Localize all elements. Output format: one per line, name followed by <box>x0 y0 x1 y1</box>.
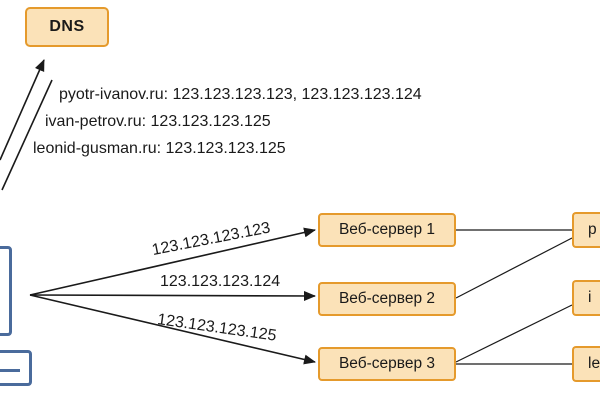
dns-record-ivan-petrov: ivan-petrov.ru: 123.123.123.125 <box>45 113 271 130</box>
site-3-label: le <box>588 355 600 372</box>
ws3-to-site2-line <box>455 304 573 363</box>
web-server-2-box: Веб-сервер 2 <box>318 282 456 316</box>
dns-server-box: DNS <box>25 7 109 47</box>
web-server-1-box: Веб-сервер 1 <box>318 213 456 247</box>
site-1-label: p <box>588 221 597 238</box>
dns-label: DNS <box>49 18 85 35</box>
ip-label-2: 123.123.123.124 <box>160 273 281 290</box>
dns-record-pyotr-ivanov: pyotr-ivanov.ru: 123.123.123.123, 123.12… <box>59 86 422 103</box>
client-to-ws2-arrow <box>29 290 316 301</box>
site-2-label: i <box>588 289 592 306</box>
site-box-2: i <box>572 280 600 316</box>
ws2-to-site1-line <box>455 237 573 299</box>
client-to-dns-line <box>0 59 45 161</box>
site-box-1: p <box>572 212 600 248</box>
client-to-ws3-arrow <box>29 294 316 365</box>
computer-slot-icon <box>0 369 20 372</box>
dns-to-client-line <box>1 79 53 191</box>
computer-base-icon <box>0 350 32 386</box>
web-server-1-label: Веб-сервер 1 <box>338 221 436 238</box>
web-server-2-label: Веб-сервер 2 <box>338 290 436 307</box>
web-server-3-label: Веб-сервер 3 <box>338 355 436 372</box>
dns-record-leonid-gusman: leonid-gusman.ru: 123.123.123.125 <box>33 140 286 157</box>
web-server-3-box: Веб-сервер 3 <box>318 347 456 381</box>
site-box-3: le <box>572 346 600 382</box>
computer-icon <box>0 246 12 336</box>
client-to-ws1-arrow <box>29 227 316 296</box>
